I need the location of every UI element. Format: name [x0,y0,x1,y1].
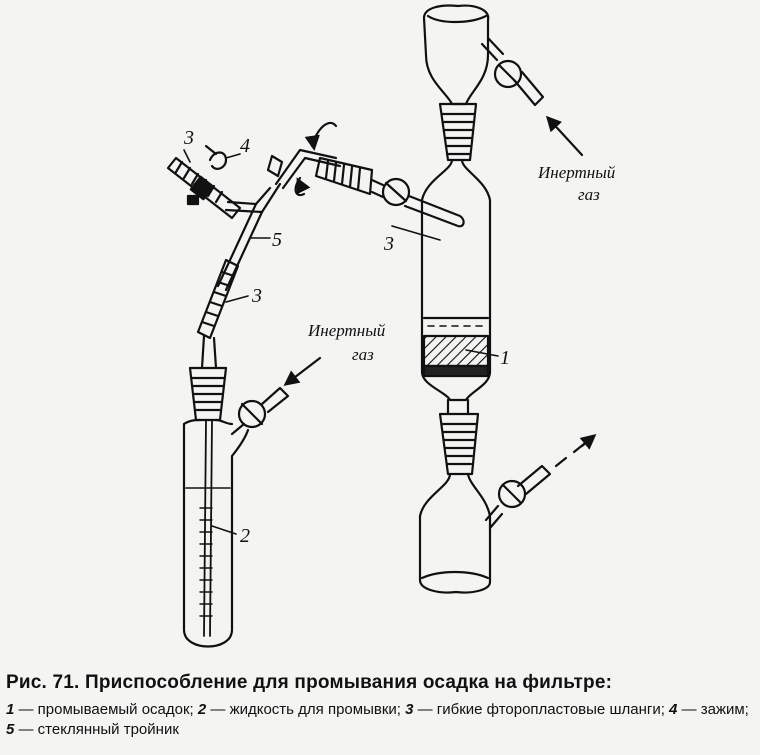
legend-number: 4 [669,701,678,718]
caption-title: Рис. 71. Приспособление для промывания о… [6,672,613,693]
callout-3-right: 3 [383,233,394,255]
ground-joint-top [438,102,478,162]
legend-text: — гибкие фторопластовые шланги; [413,701,670,718]
inert-gas-label-left-line2: газ [352,345,374,364]
stopcock-top [493,59,523,89]
ground-joint-bottom [438,412,480,476]
callout-3-hose: 3 [251,285,262,307]
precipitate [422,334,490,368]
legend-text: — промываемый осадок; [14,701,198,718]
glass-tee [216,154,284,292]
inert-gas-label-right-line2: газ [578,185,600,204]
flexible-hose-left [196,258,240,340]
callout-5: 5 [272,229,282,251]
callout-4: 4 [240,135,250,157]
figure-caption: Рис. 71. Приспособление для промывания о… [6,672,756,740]
legend-number: 2 [197,701,207,718]
top-vessel [422,4,490,106]
stopcock-left [237,399,267,429]
callout-1: 1 [500,347,510,369]
legend-number: 3 [405,701,414,718]
legend-number: 5 [6,721,15,738]
filter-plate [422,364,490,378]
legend-text: — зажим; [677,701,749,718]
legend-text: — жидкость для промывки; [206,701,406,718]
callout-3-clamp: 3 [183,127,194,149]
legend-text: — стеклянный тройник [14,721,179,738]
wash-liquid-vessel [182,366,290,648]
stopcock-middle [381,177,411,207]
legend-number: 1 [6,701,15,718]
clamp [166,144,242,220]
inert-gas-label-right-line1: Инертный [537,163,616,182]
apparatus-diagram: 1 2 3 3 3 4 5 Инертный газ Инертный газ [166,4,616,648]
bottom-vessel [418,472,492,594]
filter-column [418,4,552,594]
inert-gas-label-left-line1: Инертный [307,321,386,340]
connecting-tube [274,121,465,228]
caption-legend: 1 — промываемый осадок; 2 — жидкость для… [6,700,756,740]
filter-tube [420,158,492,402]
callout-2: 2 [240,525,250,547]
